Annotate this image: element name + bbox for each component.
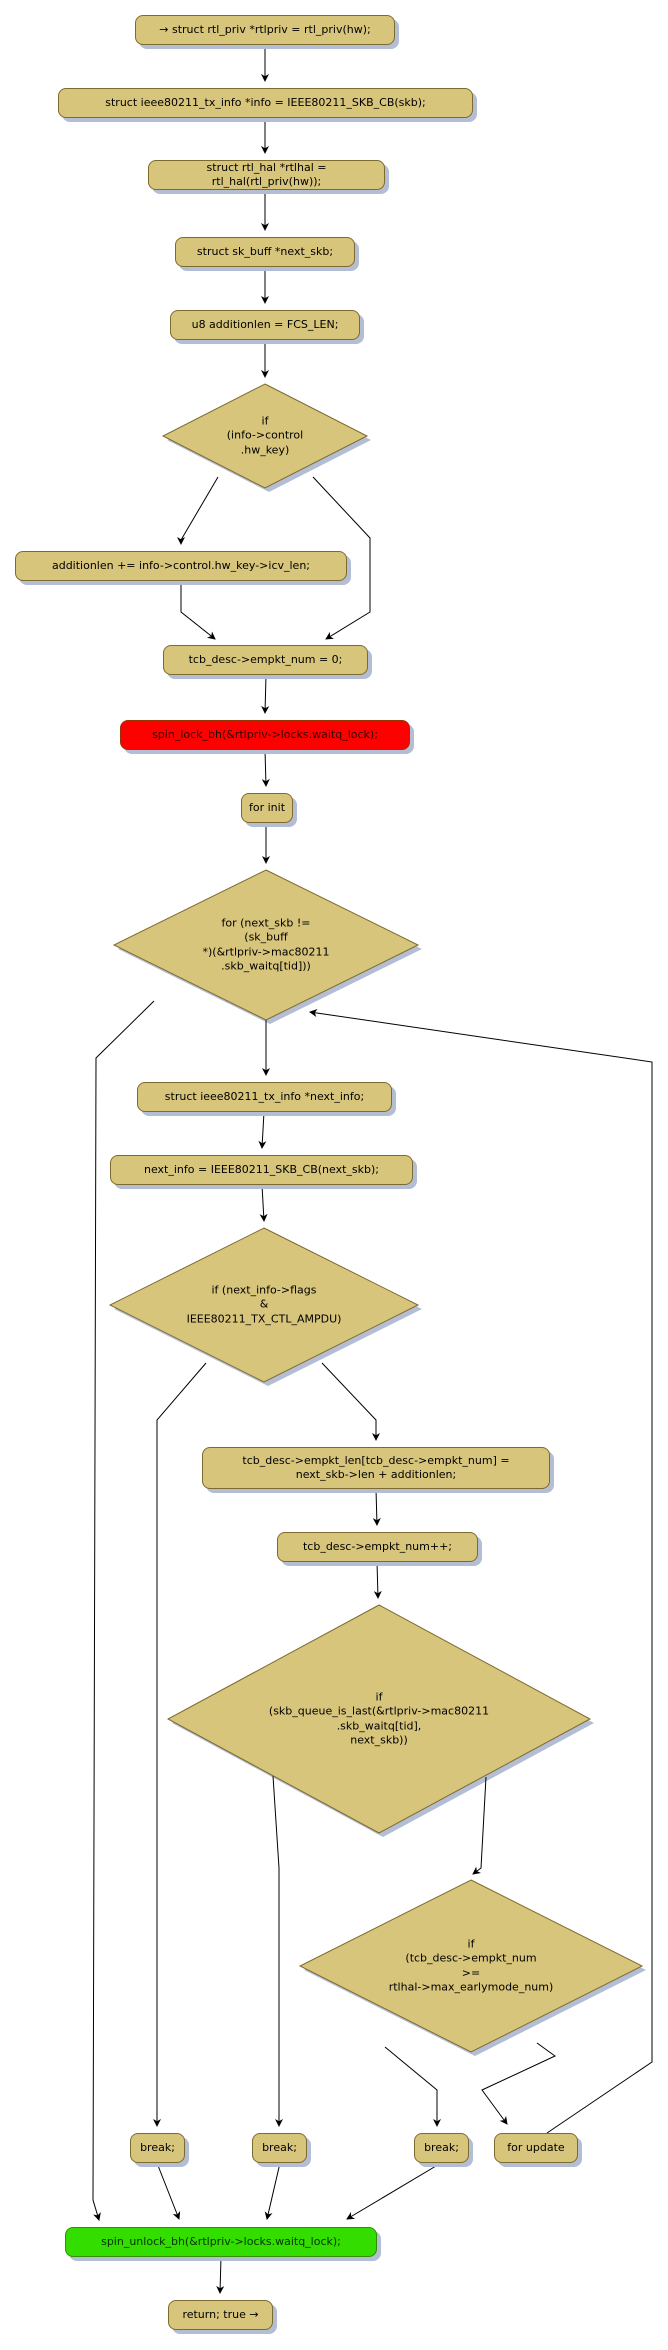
edge-n10-n11 [258,1111,267,1149]
node-entry-declare-rtlpriv: → struct rtl_priv *rtlpriv = rtl_priv(hw… [135,15,395,45]
node-set-empkt-len: tcb_desc->empkt_len[tcb_desc->empkt_num]… [202,1447,550,1489]
edges-group [92,45,653,2294]
decision-if-empkt-num-max-label: if (tcb_desc->empkt_num >= rtlhal->max_e… [388,1937,554,1994]
node-for-update: for update [494,2133,578,2163]
node-empkt-num-increment: tcb_desc->empkt_num++; [277,1532,478,1562]
edge-d4-false-d5 [472,1776,487,1875]
node-break-1: break; [130,2133,185,2163]
edge-n12-n13 [372,1488,381,1526]
node-declare-next-info: struct ieee80211_tx_info *next_info; [137,1082,392,1112]
edge-d3-false-break1 [153,1362,207,2127]
node-spin-lock: spin_lock_bh(&rtlpriv->locks.waitq_lock)… [120,720,410,750]
edge-d1-false-n7 [312,476,371,640]
node-additionlen-add-icv-len: additionlen += info->control.hw_key->icv… [15,551,347,581]
node-declare-info: struct ieee80211_tx_info *info = IEEE802… [58,88,473,118]
decision-if-empkt-num-max [298,1879,644,2053]
node-assign-next-info: next_info = IEEE80211_SKB_CB(next_skb); [110,1155,413,1185]
node-declare-additionlen: u8 additionlen = FCS_LEN; [170,310,360,340]
node-spin-unlock: spin_unlock_bh(&rtlpriv->locks.waitq_loc… [65,2227,377,2257]
decision-if-hw-key-label: if (info->control .hw_key) [226,414,304,457]
diamonds-group [108,383,644,2053]
decision-if-skb-queue-is-last [166,1604,592,1834]
edge-d3-true-n12 [321,1362,380,1441]
edge-forupdate-loopback-d2 [309,1009,653,2134]
decision-if-ampdu-flag [108,1227,420,1383]
decision-for-loop-condition-label: for (next_skb != (sk_buff *)(&rtlpriv->m… [202,916,330,973]
decision-for-loop-condition [112,869,420,1021]
node-for-init: for init [241,793,293,823]
decision-if-skb-queue-is-last-label: if (skb_queue_is_last(&rtlpriv->mac80211… [268,1690,490,1747]
edge-n13-d4 [373,1561,382,1599]
edge-break3-unlock [346,2162,442,2220]
node-declare-next-skb: struct sk_buff *next_skb; [175,237,355,267]
edge-n11-d3 [259,1184,268,1222]
edge-d5-true-break3 [384,2046,441,2127]
edge-n8-n9 [261,749,270,787]
node-break-3: break; [414,2133,469,2163]
edge-unlock-return [216,2256,225,2294]
edge-d2-exit-unlock [92,1000,155,2221]
decision-if-hw-key [161,383,369,489]
edge-d5-false-forupdate [481,2042,556,2125]
decision-if-ampdu-flag-label: if (next_info->flags & IEEE80211_TX_CTL_… [186,1283,342,1326]
node-return-true: return; true → [168,2300,273,2330]
edge-d4-true-break2 [272,1775,283,2127]
node-break-2: break; [252,2133,307,2163]
edge-break2-unlock [264,2162,281,2220]
node-declare-rtlhal: struct rtl_hal *rtlhal = rtl_hal(rtl_pri… [148,160,385,190]
node-empkt-num-zero: tcb_desc->empkt_num = 0; [163,645,368,675]
edge-d1-true-n6 [177,476,219,545]
edge-break1-unlock [156,2162,181,2220]
edge-n6-n7 [180,581,216,640]
edge-n7-n8 [261,674,270,714]
